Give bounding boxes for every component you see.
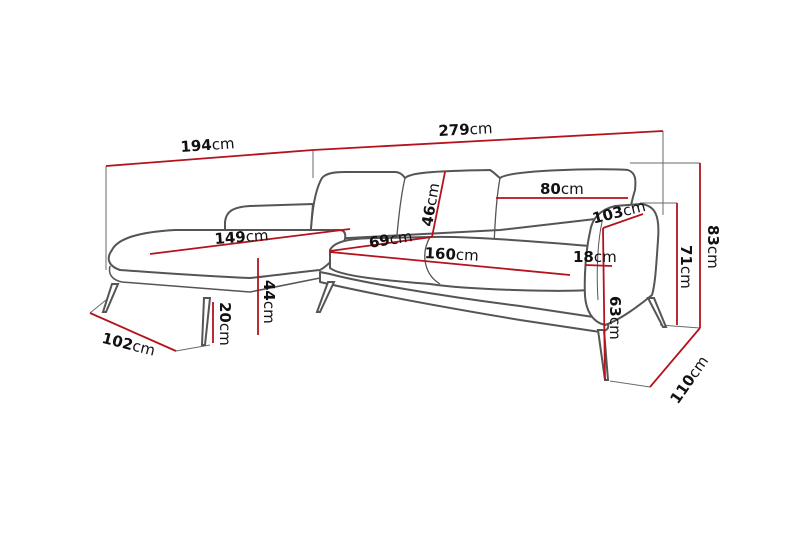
dim-102 bbox=[89, 312, 177, 352]
dimension-lines bbox=[89, 130, 701, 388]
label-18: 18cm bbox=[573, 248, 617, 266]
label-279: 279cm bbox=[437, 119, 493, 140]
dim-18 bbox=[584, 264, 613, 267]
label-194: 194cm bbox=[179, 134, 236, 156]
dim-69 bbox=[329, 236, 433, 252]
label-44: 44cm bbox=[260, 280, 278, 324]
guide-lines bbox=[89, 131, 701, 388]
dim-110 bbox=[649, 327, 701, 388]
label-160: 160cm bbox=[424, 244, 480, 265]
dim-46 bbox=[431, 171, 446, 238]
label-71: 71cm bbox=[677, 245, 695, 289]
dim-279 bbox=[312, 130, 664, 151]
label-63: 63cm bbox=[606, 296, 624, 340]
label-149: 149cm bbox=[213, 226, 270, 248]
dim-103 bbox=[602, 213, 644, 229]
label-83: 83cm bbox=[704, 225, 722, 269]
label-80: 80cm bbox=[540, 180, 584, 198]
dim-63 bbox=[602, 227, 606, 381]
label-20: 20cm bbox=[216, 302, 234, 346]
dim-160 bbox=[329, 251, 571, 276]
dim-194 bbox=[105, 149, 314, 167]
dim-149 bbox=[149, 228, 351, 255]
